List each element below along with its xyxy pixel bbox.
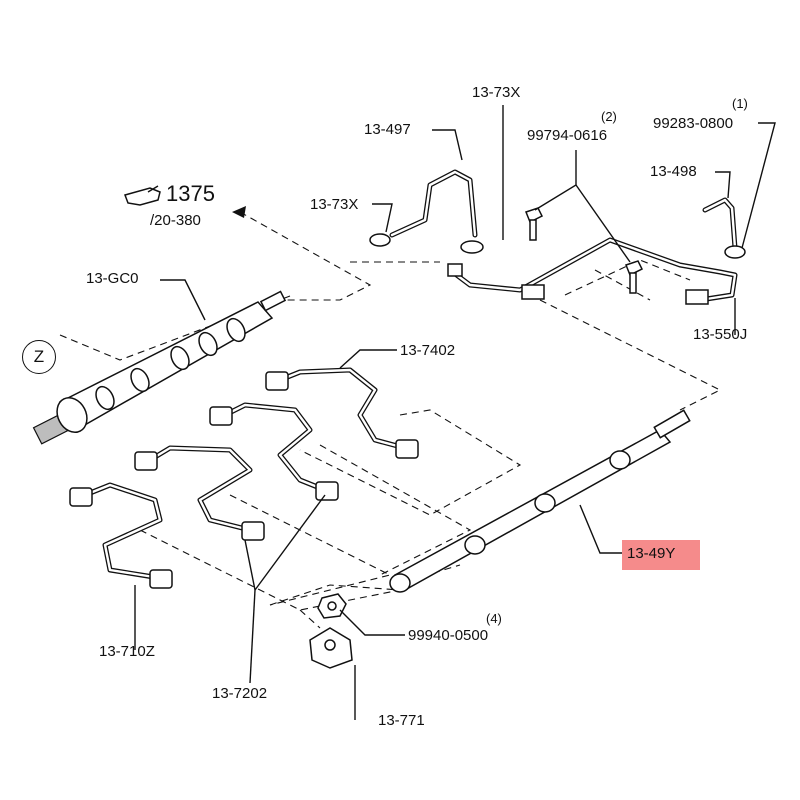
view-z-label: Z — [33, 347, 45, 366]
label-13-497[interactable]: 13-497 — [364, 121, 411, 138]
label-13-7202[interactable]: 13-7202 — [212, 685, 268, 702]
hose-13-498 — [702, 197, 746, 259]
injection-pipe-13-7402 — [265, 367, 419, 459]
label-13-73x-top[interactable]: 13-73X — [472, 84, 521, 101]
clip-13-73x-left — [369, 233, 391, 247]
leak-off-pipe-13-49y — [389, 409, 691, 593]
label-13-771[interactable]: 13-771 — [378, 712, 425, 729]
pointing-hand-icon — [124, 185, 161, 206]
label-99940-0500[interactable]: 99940-0500 — [408, 627, 489, 644]
label-13-7402[interactable]: 13-7402 — [400, 342, 456, 359]
injection-pipe-13-710z — [69, 482, 173, 589]
label-13-710z[interactable]: 13-710Z — [99, 643, 155, 660]
label-13-498[interactable]: 13-498 — [650, 163, 697, 180]
injection-pipe-13-7202 — [134, 445, 265, 541]
assembly-dashed-lines — [59, 211, 722, 629]
qty-99794-0616: (2) — [601, 109, 617, 124]
clamp-13-771 — [309, 627, 353, 669]
label-ref-1375-sub: /20-380 — [150, 212, 201, 229]
label-13-73x-left[interactable]: 13-73X — [310, 196, 359, 213]
injection-pipe-13-7402-b — [209, 402, 339, 501]
reference-arrow — [232, 206, 246, 218]
return-hose-13-497 — [389, 169, 478, 238]
label-13-550j[interactable]: 13-550J — [693, 326, 748, 343]
bolt-99794-0616-a — [525, 207, 544, 241]
fuel-rail-13-gc0 — [32, 290, 287, 445]
qty-99283-0800: (1) — [732, 96, 748, 111]
return-pipe-13-550j — [447, 237, 738, 305]
view-z-marker[interactable]: Z — [22, 340, 56, 374]
bolt-99794-0616-b — [625, 260, 644, 294]
qty-99940-0500: (4) — [486, 611, 502, 626]
label-13-gc0[interactable]: 13-GC0 — [86, 270, 139, 287]
label-99794-0616[interactable]: 99794-0616 — [527, 127, 608, 144]
highlighted-part-marker — [622, 540, 700, 570]
clip-13-73x-top — [460, 240, 484, 254]
leader-lines — [134, 105, 776, 720]
label-13-49y[interactable]: 13-49Y — [627, 545, 676, 562]
label-ref-1375[interactable]: 1375 — [166, 181, 215, 206]
nut-99940-0500 — [317, 593, 347, 619]
label-99283-0800[interactable]: 99283-0800 — [653, 115, 734, 132]
